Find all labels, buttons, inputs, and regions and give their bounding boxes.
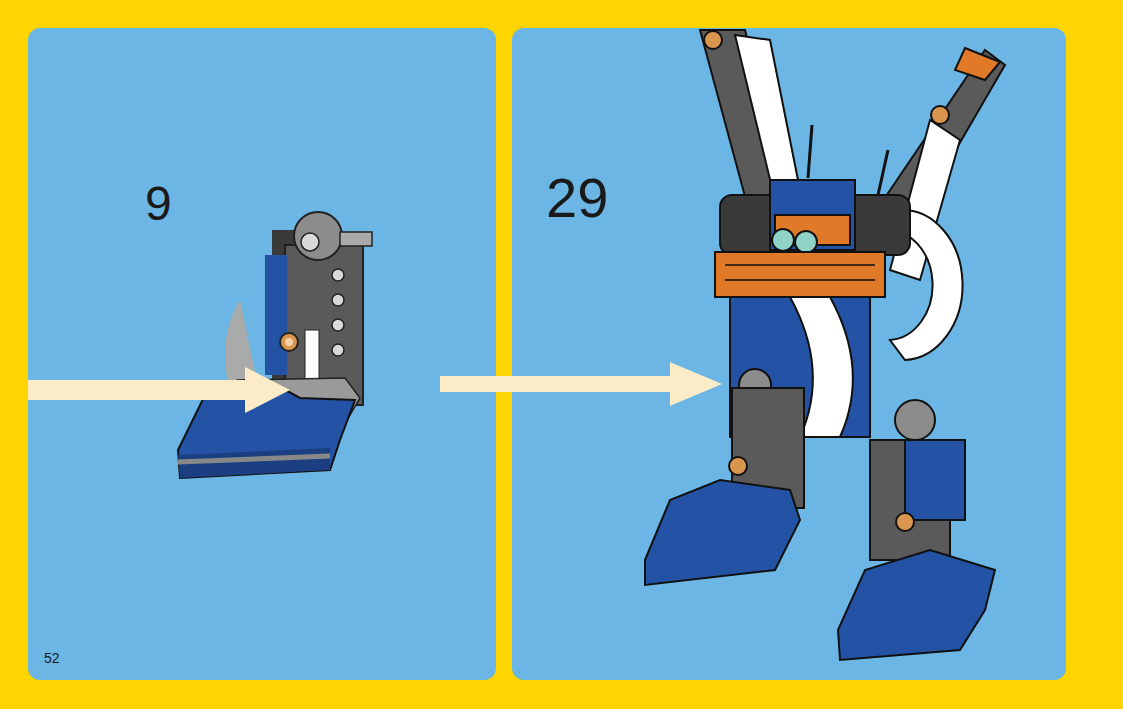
leg-assembly (178, 212, 372, 478)
robot-model (645, 30, 1005, 660)
step-panel (512, 28, 1066, 680)
step-number: 9 (145, 180, 172, 228)
step-panel (28, 28, 496, 680)
page-number: 52 (44, 651, 60, 665)
assembly-arrow (28, 367, 290, 413)
step-number: 29 (546, 170, 608, 226)
assembly-arrow (440, 362, 722, 406)
